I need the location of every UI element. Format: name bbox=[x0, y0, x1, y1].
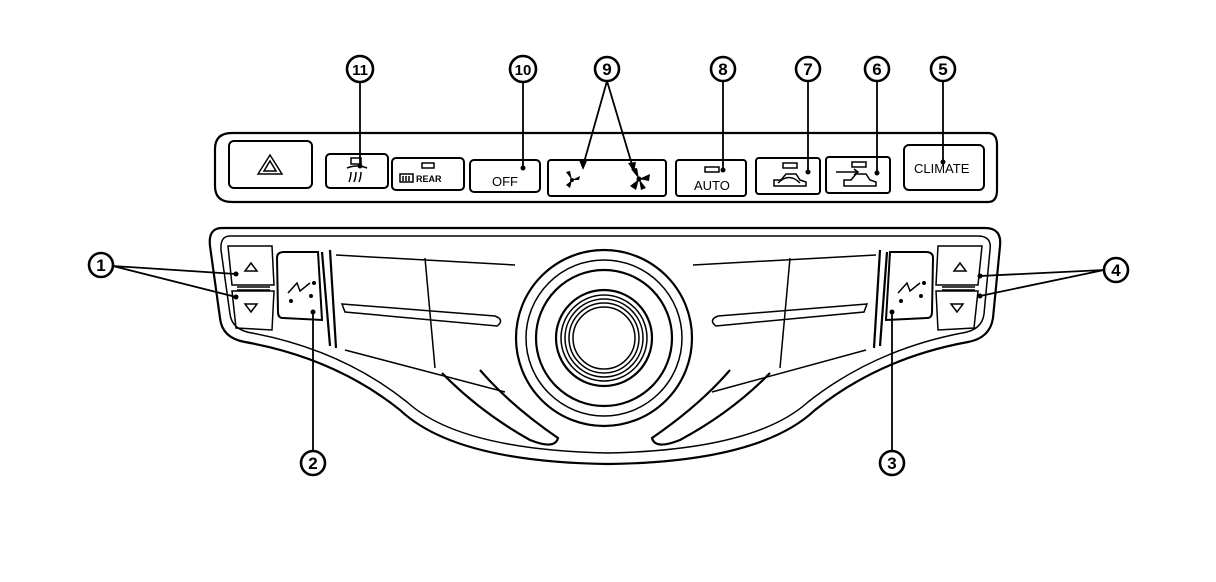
svg-text:5: 5 bbox=[938, 60, 947, 79]
panel-bezel bbox=[208, 226, 1002, 466]
callout-6: 6 bbox=[863, 55, 891, 176]
svg-text:1: 1 bbox=[96, 256, 105, 275]
off-button[interactable]: OFF bbox=[469, 159, 541, 193]
rear-indicator-light bbox=[421, 162, 435, 169]
svg-text:3: 3 bbox=[887, 454, 896, 473]
callout-9: 9 bbox=[579, 55, 636, 172]
recirculation-button[interactable] bbox=[755, 157, 821, 195]
right-temp-up-arrow-icon bbox=[952, 261, 968, 272]
left-airflow-icon bbox=[287, 281, 316, 303]
off-label: OFF bbox=[492, 174, 518, 189]
callout-7: 7 bbox=[794, 55, 822, 175]
svg-text:4: 4 bbox=[1111, 261, 1121, 280]
center-control-knob[interactable] bbox=[514, 248, 694, 428]
callout-4: 4 bbox=[977, 256, 1130, 299]
right-airflow-icon bbox=[897, 281, 926, 303]
auto-button[interactable]: AUTO bbox=[675, 159, 747, 197]
callout-11: 11 bbox=[345, 54, 375, 169]
recirculation-indicator-light bbox=[782, 162, 798, 169]
left-temperature-buttons[interactable] bbox=[227, 245, 275, 331]
svg-text:2: 2 bbox=[308, 454, 317, 473]
callout-8: 8 bbox=[709, 55, 737, 173]
svg-text:9: 9 bbox=[602, 60, 611, 79]
front-defroster-button[interactable] bbox=[325, 153, 389, 189]
outside-air-car-icon bbox=[836, 168, 877, 187]
lower-control-panel bbox=[208, 226, 1002, 466]
left-airflow-mode-button[interactable] bbox=[275, 251, 324, 322]
climate-label: CLIMATE bbox=[914, 161, 970, 176]
callout-2: 2 bbox=[299, 309, 327, 477]
callout-10: 10 bbox=[508, 54, 538, 171]
auto-indicator-light bbox=[704, 166, 720, 173]
outside-air-indicator-light bbox=[851, 161, 867, 168]
fan-high-icon bbox=[630, 168, 650, 190]
svg-text:7: 7 bbox=[803, 60, 812, 79]
fan-low-icon bbox=[566, 171, 580, 188]
callout-1: 1 bbox=[87, 251, 239, 300]
callout-3: 3 bbox=[878, 309, 906, 477]
callout-5: 5 bbox=[929, 55, 957, 165]
callouts: 1 2 3 4 5 bbox=[87, 54, 1130, 477]
left-temp-down-arrow-icon bbox=[243, 303, 259, 314]
svg-text:8: 8 bbox=[718, 60, 727, 79]
front-defroster-icon bbox=[346, 157, 368, 183]
fan-speed-buttons[interactable] bbox=[547, 159, 667, 197]
left-temp-up-arrow-icon bbox=[243, 261, 259, 272]
auto-label: AUTO bbox=[694, 178, 730, 193]
rear-defroster-icon bbox=[399, 173, 414, 183]
svg-text:6: 6 bbox=[872, 60, 881, 79]
climate-button[interactable]: CLIMATE bbox=[903, 144, 985, 191]
right-temp-down-arrow-icon bbox=[949, 303, 965, 314]
hazard-button[interactable] bbox=[228, 140, 313, 189]
recirculation-car-icon bbox=[773, 173, 807, 187]
right-temperature-buttons[interactable] bbox=[935, 245, 983, 331]
svg-text:10: 10 bbox=[515, 62, 532, 79]
svg-text:11: 11 bbox=[352, 62, 368, 79]
outside-air-button[interactable] bbox=[825, 156, 891, 194]
rear-defroster-button[interactable]: REAR bbox=[391, 157, 465, 191]
rear-label: REAR bbox=[416, 174, 442, 184]
right-airflow-mode-button[interactable] bbox=[884, 251, 935, 322]
upper-button-strip: REAR OFF AUTO bbox=[213, 131, 999, 204]
hazard-triangle-icon bbox=[256, 153, 284, 175]
